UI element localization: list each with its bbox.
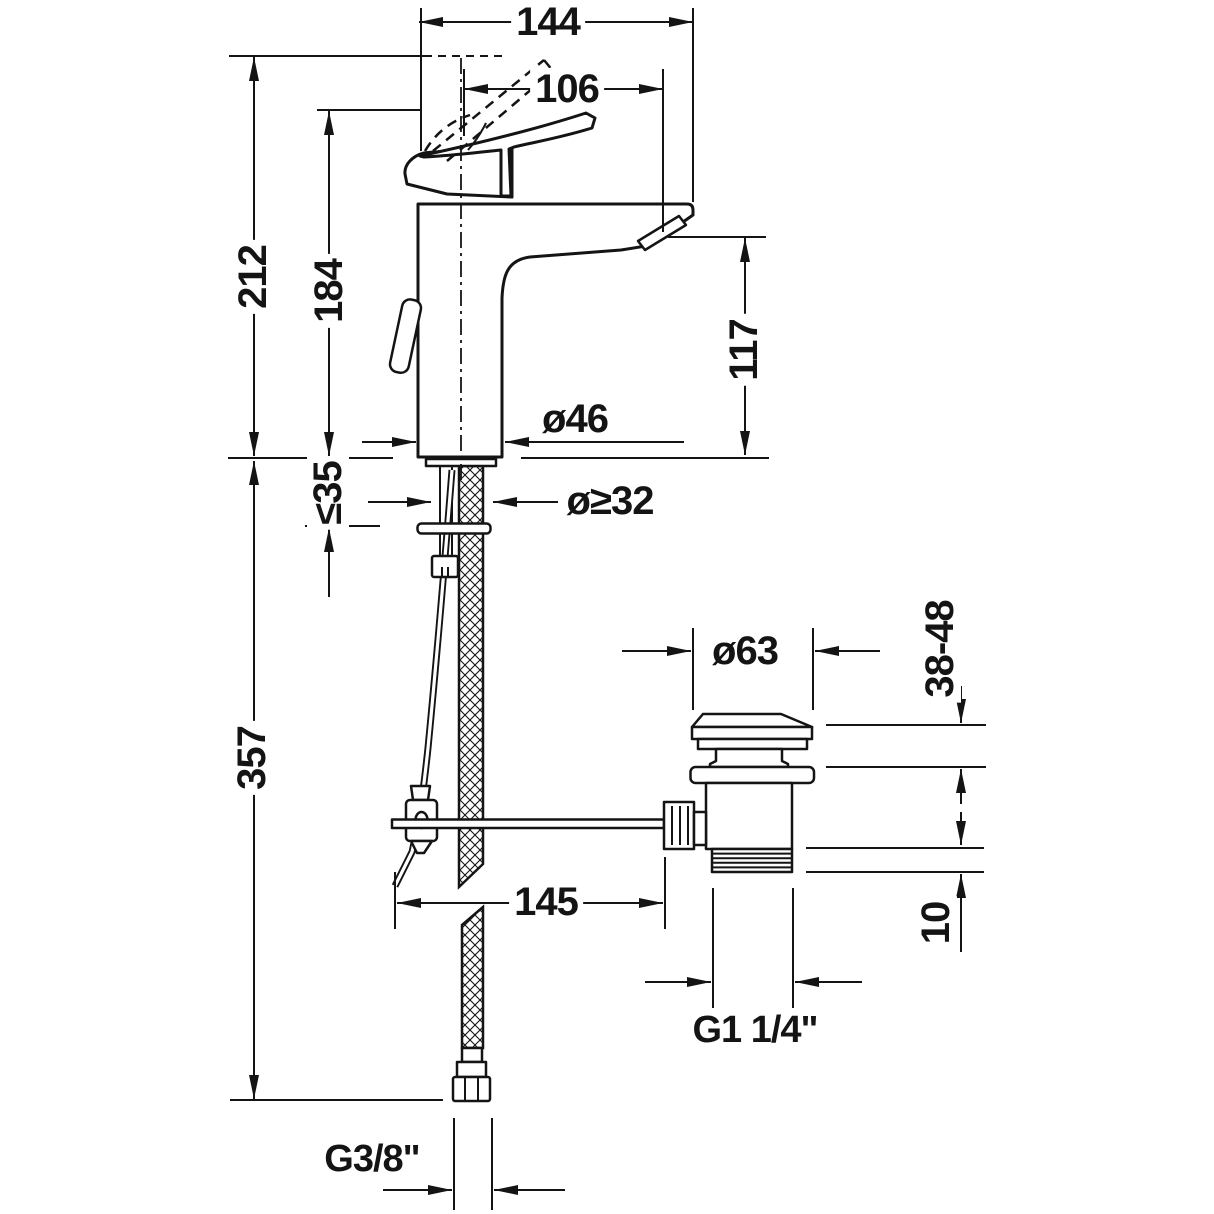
hose-collar bbox=[455, 1060, 488, 1079]
dim-label-collar-height: 10 bbox=[914, 896, 958, 950]
dim-label-handle-projection: 106 bbox=[530, 68, 604, 110]
mounting-nut bbox=[430, 554, 460, 579]
dim-label-overall-width: 144 bbox=[511, 1, 585, 43]
waste-cap bbox=[690, 712, 814, 729]
installation-group bbox=[390, 457, 666, 1103]
dim-label-rod-reach: 145 bbox=[509, 881, 583, 923]
waste-thread bbox=[710, 847, 794, 874]
dim-label-clamp-range: 38-48 bbox=[918, 595, 962, 703]
popup-waste-valve bbox=[662, 712, 816, 874]
rod-joint-knob bbox=[409, 784, 432, 802]
waste-body bbox=[704, 781, 794, 851]
aerator bbox=[636, 214, 688, 252]
dimension-lines bbox=[228, 8, 986, 1210]
dim-label-hole-diameter: ø≥32 bbox=[561, 480, 659, 522]
dim-label-waste-cap-diameter: ø63 bbox=[707, 630, 783, 672]
mounting-washer bbox=[416, 522, 492, 535]
dim-label-body-height: 184 bbox=[307, 254, 351, 328]
hose-nut bbox=[451, 1075, 492, 1103]
supply-hose-lower bbox=[460, 904, 485, 1050]
waste-neck bbox=[708, 747, 790, 769]
dim-label-spout-height: 117 bbox=[722, 314, 766, 386]
handle-lever-raised-dashed bbox=[423, 59, 554, 162]
dim-label-deck-thickness: ≤35 bbox=[306, 456, 350, 530]
pull-rod-knob bbox=[388, 298, 423, 375]
dim-label-total-height: 212 bbox=[231, 240, 275, 314]
dim-label-supply-thread: G3/8" bbox=[319, 1139, 425, 1180]
handle-lever bbox=[418, 111, 597, 198]
dim-label-base-diameter: ø46 bbox=[537, 398, 613, 440]
hose-ferrule bbox=[460, 1046, 484, 1064]
dim-label-hose-length: 357 bbox=[230, 721, 274, 795]
waste-linkage-rod bbox=[390, 818, 666, 830]
faucet-body-group bbox=[388, 59, 695, 459]
waste-flange bbox=[689, 765, 816, 785]
dim-label-waste-thread: G1 1/4" bbox=[687, 1010, 823, 1051]
